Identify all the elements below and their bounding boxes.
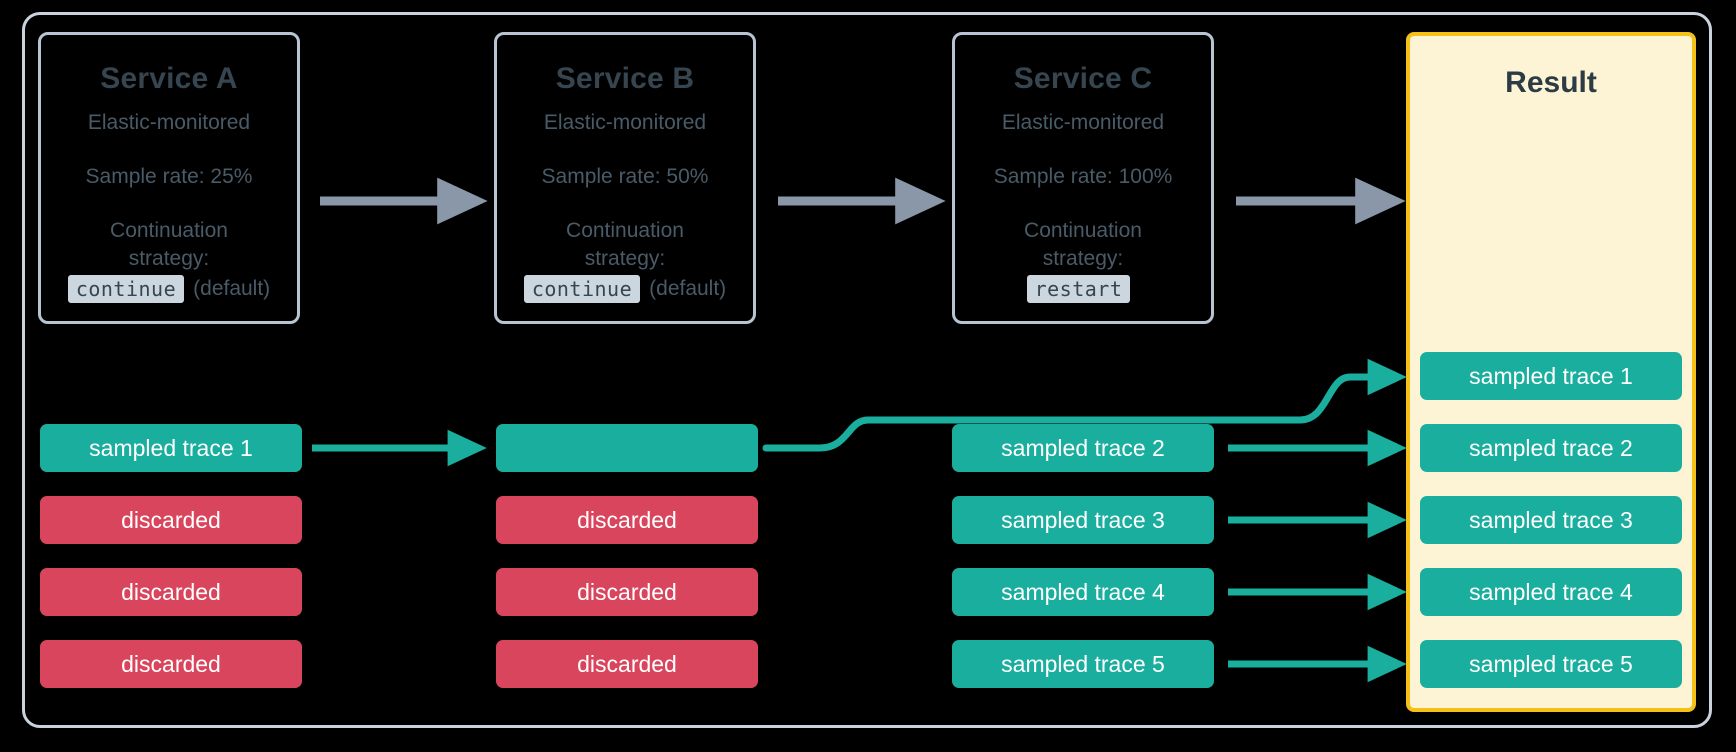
service-c-strategy-value: restart xyxy=(1026,275,1131,304)
trace-pill-result-3: sampled trace 3 xyxy=(1420,496,1682,544)
result-title: Result xyxy=(1505,66,1597,99)
trace-pill-c-3: sampled trace 4 xyxy=(952,568,1214,616)
service-card-b: Service B Elastic-monitored Sample rate:… xyxy=(494,32,756,324)
trace-pill-result-2: sampled trace 2 xyxy=(1420,424,1682,472)
service-a-strategy-value: continue xyxy=(67,275,185,304)
service-c-strategy-row: restart xyxy=(955,275,1211,304)
service-card-c: Service C Elastic-monitored Sample rate:… xyxy=(952,32,1214,324)
service-a-subtitle: Elastic-monitored xyxy=(87,110,251,134)
service-a-sample-rate: Sample rate: 25% xyxy=(85,164,253,188)
trace-pill-a-1: sampled trace 1 xyxy=(40,424,302,472)
trace-pill-c-1: sampled trace 2 xyxy=(952,424,1214,472)
service-c-strategy-label: Continuation strategy: xyxy=(1024,218,1142,271)
trace-pill-a-4: discarded xyxy=(40,640,302,688)
service-b-title: Service B xyxy=(555,62,695,95)
service-a-strategy-note: (default) xyxy=(193,277,271,301)
service-b-strategy-note: (default) xyxy=(649,277,727,301)
service-a-title: Service A xyxy=(100,62,238,95)
trace-pill-c-2: sampled trace 3 xyxy=(952,496,1214,544)
service-b-strategy-row: continue (default) xyxy=(497,275,753,304)
service-b-strategy-label: Continuation strategy: xyxy=(566,218,684,271)
trace-pill-result-5: sampled trace 5 xyxy=(1420,640,1682,688)
trace-pill-b-1 xyxy=(496,424,758,472)
trace-pill-c-4: sampled trace 5 xyxy=(952,640,1214,688)
service-b-subtitle: Elastic-monitored xyxy=(543,110,707,134)
trace-pill-a-3: discarded xyxy=(40,568,302,616)
trace-pill-b-2: discarded xyxy=(496,496,758,544)
service-b-sample-rate: Sample rate: 50% xyxy=(541,164,709,188)
trace-pill-b-4: discarded xyxy=(496,640,758,688)
service-c-title: Service C xyxy=(1013,62,1153,95)
service-a-strategy-label: Continuation strategy: xyxy=(110,218,228,271)
service-a-strategy-row: continue (default) xyxy=(41,275,297,304)
trace-pill-a-2: discarded xyxy=(40,496,302,544)
service-card-a: Service A Elastic-monitored Sample rate:… xyxy=(38,32,300,324)
trace-pill-result-1: sampled trace 1 xyxy=(1420,352,1682,400)
service-c-sample-rate: Sample rate: 100% xyxy=(993,164,1173,188)
trace-pill-b-3: discarded xyxy=(496,568,758,616)
trace-pill-result-4: sampled trace 4 xyxy=(1420,568,1682,616)
service-c-subtitle: Elastic-monitored xyxy=(1001,110,1165,134)
service-b-strategy-value: continue xyxy=(523,275,641,304)
